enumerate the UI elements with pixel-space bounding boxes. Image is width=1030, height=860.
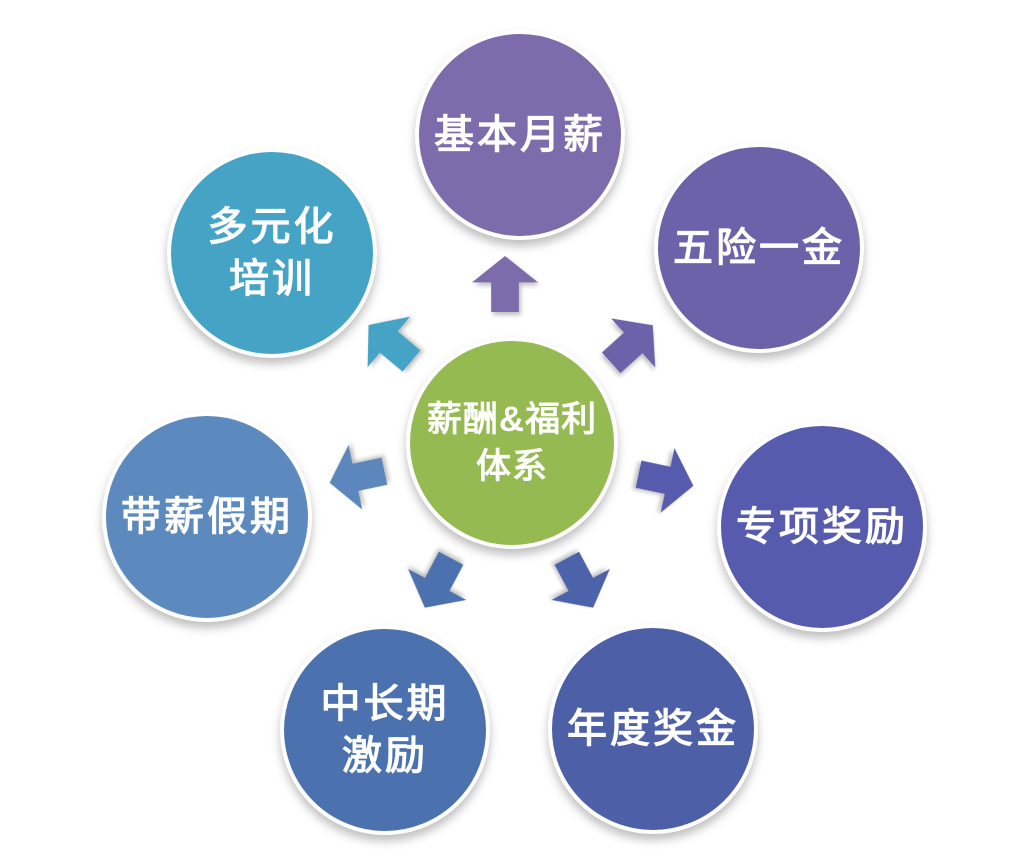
center-node-label-line1: 薪酬&福利 [426,399,598,439]
node-special-rewards-label: 专项奖励 [736,501,908,553]
node-special-rewards: 专项奖励 [717,422,927,632]
block-arrow-icon [347,300,432,387]
node-basic-monthly-salary-label: 基本月薪 [434,109,606,161]
block-arrow-icon [323,439,391,515]
center-node-label: 薪酬&福利 体系 [427,396,597,491]
block-arrow-icon [632,442,700,518]
node-annual-bonus: 年度奖金 [548,624,758,834]
arrow-to-mid-long-term-incentive-icon [396,543,481,623]
arrow-to-diversified-training-icon [347,300,432,387]
node-diversified-training-label: 多元化 培训 [208,201,337,305]
node-label-line2: 培训 [229,257,315,301]
block-arrow-icon [472,256,538,312]
node-mid-long-term-incentive: 中长期 激励 [280,625,490,835]
node-diversified-training: 多元化 培训 [167,148,377,358]
node-label-line: 专项奖励 [736,505,908,549]
node-label-line2: 激励 [342,734,428,778]
node-label-line1: 多元化 [207,205,337,249]
node-paid-leave: 带薪假期 [102,412,312,622]
node-five-insurances-one-fund: 五险一金 [654,143,864,353]
center-node-label-line2: 体系 [475,447,548,486]
center-node-salary-benefits-system: 薪酬&福利 体系 [406,337,618,549]
arrow-to-basic-monthly-salary-icon [472,256,538,312]
node-label-line1: 中长期 [320,682,450,726]
node-mid-long-term-incentive-label: 中长期 激励 [321,678,450,782]
node-annual-bonus-label: 年度奖金 [567,703,739,755]
node-label-line: 五险一金 [673,226,845,270]
arrow-to-annual-bonus-icon [538,543,623,623]
node-label-line: 带薪假期 [121,495,293,539]
block-arrow-icon [589,301,675,388]
node-paid-leave-label: 带薪假期 [121,491,293,543]
node-five-insurances-one-fund-label: 五险一金 [673,222,845,274]
arrow-to-five-insurances-one-fund-icon [589,301,675,388]
node-label-line: 年度奖金 [567,707,739,751]
arrow-to-special-rewards-icon [632,442,700,518]
block-arrow-icon [396,543,481,623]
block-arrow-icon [538,543,623,623]
node-basic-monthly-salary: 基本月薪 [415,30,625,240]
arrow-to-paid-leave-icon [323,439,391,515]
node-label-line: 基本月薪 [434,113,606,157]
